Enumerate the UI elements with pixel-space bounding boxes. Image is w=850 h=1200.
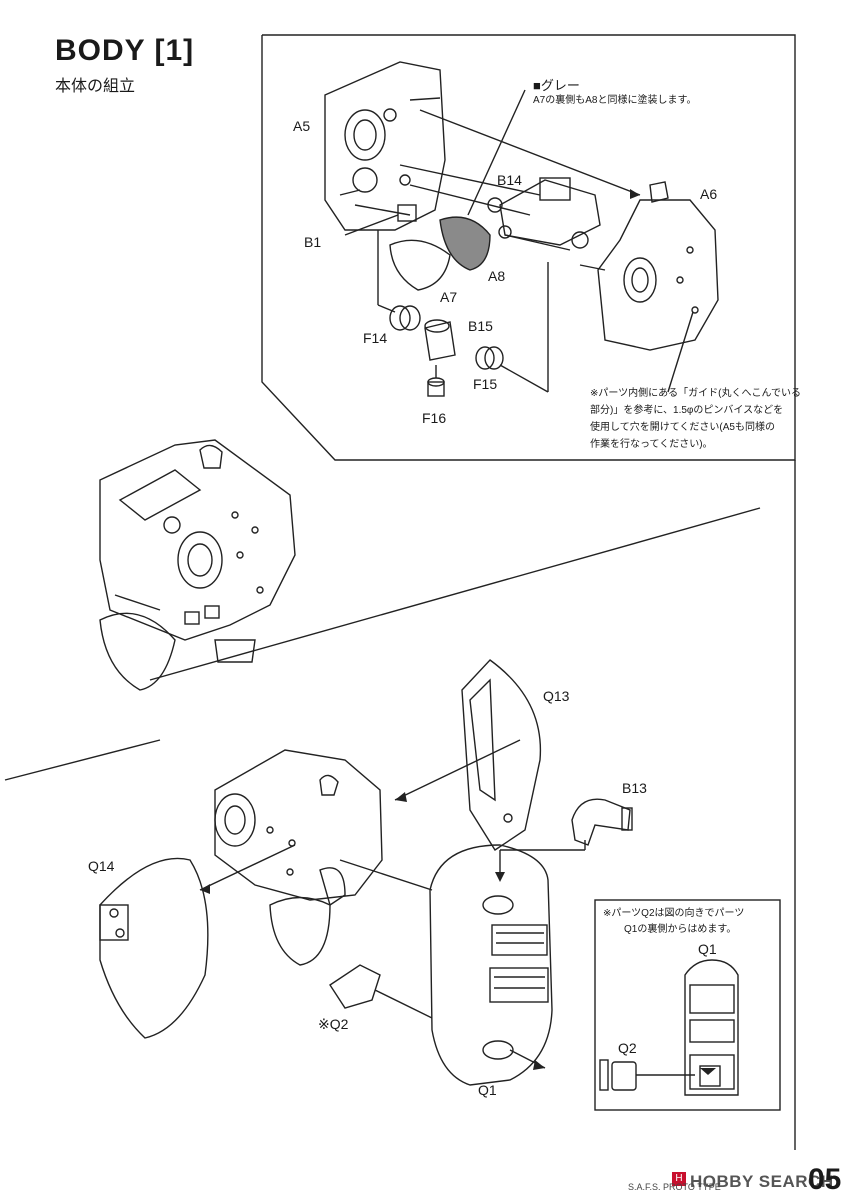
label-b13: B13	[622, 780, 647, 796]
page-number: 05	[808, 1163, 842, 1196]
part-q1	[429, 844, 553, 1086]
label-a8: A8	[488, 268, 506, 284]
q2-note-line: Q1の裏側からはめます。	[624, 924, 737, 935]
part-q14	[99, 857, 209, 1039]
label-q1: Q1	[478, 1082, 497, 1098]
label-f14: F14	[363, 330, 388, 346]
label-f16: F16	[422, 410, 447, 426]
part-q13	[461, 659, 542, 851]
q2-note-box	[594, 899, 781, 1111]
label-q13: Q13	[543, 688, 570, 704]
label-q14: Q14	[88, 858, 115, 874]
page-subtitle: 本体の組立	[55, 78, 136, 95]
part-a8	[439, 216, 491, 271]
core-body	[214, 749, 383, 966]
label-q2: ※Q2	[318, 1016, 349, 1032]
q2-note-q2-label: Q2	[618, 1040, 637, 1056]
part-a7	[389, 239, 451, 291]
label-a7: A7	[440, 289, 458, 305]
callout-frame	[261, 34, 796, 461]
assembled-body	[99, 439, 296, 691]
part-a5	[324, 61, 446, 231]
paint-color-label: ■グレー	[533, 78, 580, 93]
part-f15	[475, 346, 504, 370]
paint-note-text: A7の裏側もA8と同様に塗装します。	[533, 95, 697, 106]
label-a5: A5	[293, 118, 311, 134]
label-b1: B1	[304, 234, 322, 250]
part-b14	[487, 177, 601, 251]
footer-brand: HOBBY SEARCH	[690, 1172, 834, 1191]
part-b1	[397, 204, 417, 222]
q2-note-q1-label: Q1	[698, 941, 717, 957]
section-divider	[149, 507, 761, 681]
label-f15: F15	[473, 376, 498, 392]
brand-logo-icon: H	[672, 1172, 686, 1186]
part-b15	[424, 319, 456, 361]
page-title: BODY [1]	[55, 34, 195, 67]
q2-note-line: ※パーツQ2は図の向きでパーツ	[603, 908, 745, 919]
part-f14	[389, 305, 421, 331]
part-b13	[571, 798, 633, 846]
part-f16	[427, 365, 445, 397]
footer-model: S.A.F.S. PROTO TYPE	[628, 1182, 721, 1192]
part-a6	[579, 181, 719, 351]
section-divider	[4, 739, 161, 781]
part-q2	[329, 964, 381, 1009]
label-a6: A6	[700, 186, 718, 202]
label-b14: B14	[497, 172, 522, 188]
label-b15: B15	[468, 318, 493, 334]
